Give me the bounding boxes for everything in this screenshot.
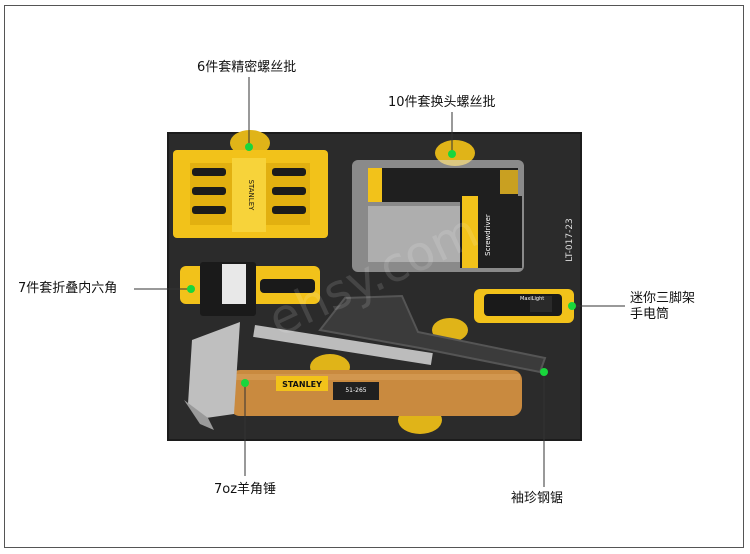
tray-model-number: LT-017-23 (565, 218, 575, 262)
callout-flashlight-line2: 手电筒 (630, 307, 670, 322)
callout-dots (187, 143, 576, 387)
callout-flashlight-line1: 迷你三脚架 (630, 291, 696, 306)
callout-bit-screwdriver: 10件套换头螺丝批 (388, 95, 496, 110)
claw-hammer: STANLEY 51-265 (184, 322, 522, 430)
precision-screwdriver-set: STANLEY (173, 150, 328, 238)
callout-hammer: 7oz羊角锤 (214, 482, 277, 497)
callout-precision-screwdriver: 6件套精密螺丝批 (197, 60, 297, 75)
mini-hacksaw (253, 294, 547, 374)
precision-set-brand: STANLEY (247, 180, 255, 212)
callout-lines (134, 77, 625, 487)
hammer-model: 51-265 (345, 387, 366, 394)
hammer-brand: STANLEY (282, 380, 322, 389)
hex-key-set (180, 262, 320, 316)
callout-hex-keys: 7件套折叠内六角 (18, 281, 118, 296)
mini-flashlight: MaxiLight (474, 289, 574, 323)
screwdriver-pack-title: Screwdriver (484, 214, 492, 256)
flashlight-brand: MaxiLight (520, 296, 544, 302)
callout-hacksaw: 袖珍钢锯 (511, 491, 564, 506)
bit-screwdriver-pack: Screwdriver (352, 160, 524, 272)
